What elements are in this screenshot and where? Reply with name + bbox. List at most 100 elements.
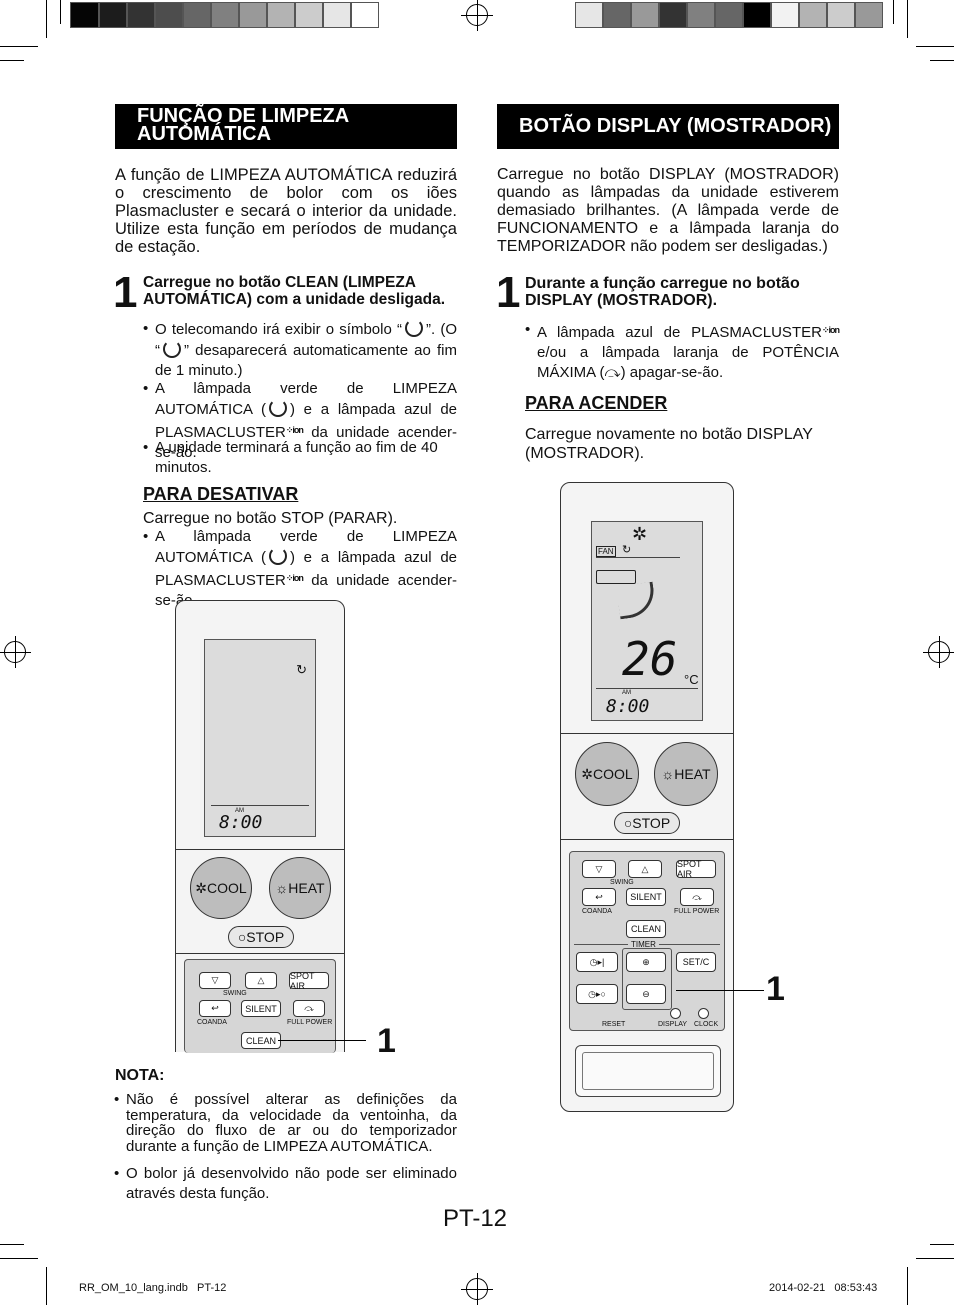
timer-off-button[interactable]: ◷▸○ — [576, 984, 618, 1004]
bullet-item: A lâmpada azul de PLASMACLUSTER⁘ion e/ou… — [525, 320, 840, 383]
intro-paragraph: Carregue no botão DISPLAY (MOSTRADOR) qu… — [497, 166, 839, 255]
clock-button[interactable] — [698, 1008, 709, 1019]
clean-symbol-icon — [268, 399, 287, 417]
timer-label: TIMER — [628, 940, 659, 949]
remote-lcd: ✲ FAN ↻ 26 °C AM 8:00 — [591, 521, 703, 721]
clean-symbol-icon: ↻ — [622, 544, 632, 556]
page-number: PT-12 — [443, 1205, 508, 1232]
swing-label: SWING — [610, 879, 634, 886]
display-label: DISPLAY — [658, 1021, 688, 1028]
clean-symbol-icon: ↻ — [296, 662, 307, 677]
bullet-item: A lâmpada verde de LIMPEZA AUTOMÁTICA ()… — [143, 527, 457, 611]
disable-text: Carregue no botão STOP (PARAR). — [143, 510, 398, 527]
timer-minus-button[interactable]: ⊖ — [626, 984, 666, 1004]
sun-icon: ☼ — [275, 880, 289, 896]
step-number: 1 — [496, 268, 521, 317]
full-power-label: FULL POWER — [674, 908, 720, 915]
swing-down-button[interactable]: △ — [628, 860, 662, 878]
battery-cover — [575, 1045, 721, 1097]
heat-button[interactable]: ☼HEAT — [269, 857, 331, 919]
footer-file: RR_OM_10_lang.indb PT-12 — [79, 1282, 227, 1294]
callout-number: 1 — [377, 1022, 396, 1060]
snowflake-icon: ✲ — [581, 765, 594, 782]
intro-paragraph: A função de LIMPEZA AUTOMÁTICA reduzirá … — [115, 166, 457, 256]
button-panel: ▽ △ SPOT AIR SWING ↩ SILENT ⤼ COANDA FUL… — [569, 851, 725, 1031]
callout-line — [676, 990, 764, 991]
bullet-item: A lâmpada verde de LIMPEZA AUTOMÁTICA ()… — [143, 379, 457, 463]
bullet-item: A unidade terminará a função ao fim de 4… — [143, 438, 445, 478]
clean-symbol-icon — [405, 319, 423, 337]
remote-lcd: ↻ AM 8:00 — [204, 639, 316, 837]
step-heading: Carregue no botão CLEAN (LIMPEZA AUTOMÁT… — [143, 274, 446, 308]
set-c-button[interactable]: SET/C — [676, 952, 716, 972]
subheading-disable: PARA DESATIVAR — [143, 484, 299, 504]
spot-air-button[interactable]: SPOT AIR — [676, 859, 716, 879]
note-item: O bolor já desenvolvido não pode ser eli… — [114, 1164, 457, 1204]
silent-button[interactable]: SILENT — [241, 1000, 281, 1017]
bullet-item: O telecomando irá exibir o símbolo “”. (… — [143, 319, 457, 381]
battery-window — [582, 1052, 714, 1090]
section-title-display: BOTÃO DISPLAY (MOSTRADOR) — [497, 104, 839, 149]
snowflake-icon: ✲ — [195, 879, 208, 896]
reset-label: RESET — [602, 1021, 626, 1028]
lcd-fan: FAN — [596, 546, 616, 557]
swing-label: SWING — [223, 990, 247, 997]
lcd-divider — [596, 557, 680, 558]
heat-button[interactable]: ☼HEAT — [654, 742, 718, 806]
callout-line — [278, 1040, 366, 1041]
lcd-am: AM — [235, 808, 244, 814]
cool-button[interactable]: ✲COOL — [575, 742, 639, 806]
registration-mark-icon — [461, 0, 493, 31]
remote-divider — [561, 839, 733, 840]
silent-button[interactable]: SILENT — [626, 888, 666, 906]
lcd-divider — [211, 805, 309, 806]
lcd-time: 8:00 — [606, 696, 650, 717]
remote-control-illustration: ✲ FAN ↻ 26 °C AM 8:00 ✲COOL ☼HEAT ○STOP … — [560, 482, 734, 1112]
remote-divider — [176, 849, 344, 850]
coanda-label: COANDA — [582, 908, 612, 915]
plasmacluster-ion-icon: ⁘ion — [285, 425, 304, 435]
timer-plus-button[interactable]: ⊕ — [626, 952, 666, 972]
coanda-label: COANDA — [197, 1019, 227, 1026]
plasmacluster-ion-icon: ⁘ion — [285, 573, 304, 583]
plasmacluster-ion-icon: ⁘ion — [821, 325, 840, 335]
airflow-icon — [615, 581, 658, 620]
swing-up-button[interactable]: ▽ — [199, 972, 231, 989]
clean-button[interactable]: CLEAN — [241, 1032, 281, 1049]
display-button[interactable] — [670, 1008, 681, 1019]
spot-air-button[interactable]: SPOT AIR — [289, 971, 329, 991]
stop-button[interactable]: ○STOP — [228, 926, 294, 948]
full-power-button[interactable]: ⤼ — [680, 888, 714, 906]
note-item: Não é possível alterar as definições da … — [114, 1092, 457, 1154]
lcd-unit: °C — [684, 672, 699, 687]
lcd-am: AM — [622, 690, 631, 696]
timer-on-button[interactable]: ◷▸| — [576, 952, 618, 972]
note-title: NOTA: — [115, 1067, 165, 1084]
remote-control-illustration: ↻ AM 8:00 ✲COOL ☼HEAT ○STOP ▽ △ SPOT AIR… — [175, 600, 345, 1053]
sun-icon: ☼ — [661, 766, 675, 782]
footer-date: 2014-02-21 08:53:43 — [769, 1282, 878, 1294]
remote-divider — [176, 953, 344, 954]
lcd-time: 8:00 — [219, 812, 263, 833]
timer-group-frame — [622, 948, 672, 1010]
coanda-button[interactable]: ↩ — [582, 888, 616, 906]
full-power-button[interactable]: ⤼ — [293, 1000, 325, 1017]
cool-button[interactable]: ✲COOL — [190, 857, 252, 919]
clean-symbol-icon — [163, 340, 181, 358]
stop-button[interactable]: ○STOP — [614, 812, 680, 834]
full-power-label: FULL POWER — [287, 1019, 333, 1026]
swing-up-button[interactable]: ▽ — [582, 860, 616, 878]
swing-down-button[interactable]: △ — [245, 972, 277, 989]
clock-label: CLOCK — [694, 1021, 719, 1028]
full-power-icon: ⤼ — [604, 364, 621, 381]
coanda-button[interactable]: ↩ — [199, 1000, 231, 1017]
stop-circle-icon: ○ — [237, 929, 247, 945]
lcd-temperature: 26 — [622, 632, 678, 686]
clean-button[interactable]: CLEAN — [626, 920, 666, 938]
clean-symbol-icon — [268, 547, 287, 565]
registration-mark-icon — [923, 636, 954, 668]
unit-icon — [596, 570, 636, 584]
subheading-light-on: PARA ACENDER — [525, 393, 668, 413]
remote-divider — [561, 733, 733, 734]
button-panel: ▽ △ SPOT AIR SWING ↩ SILENT ⤼ COANDA FUL… — [184, 959, 336, 1053]
